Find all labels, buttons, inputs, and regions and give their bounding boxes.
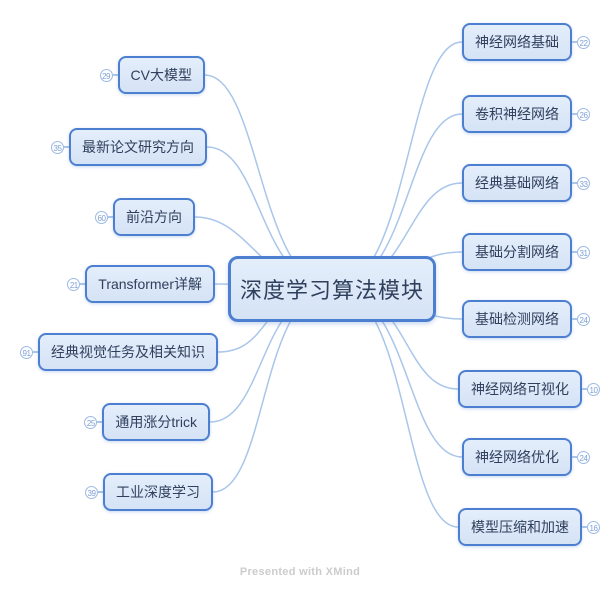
count-badge[interactable]: 21 bbox=[67, 277, 81, 291]
branch-topic: 29 CV大模型 bbox=[99, 56, 205, 94]
count-badge[interactable]: 25 bbox=[84, 415, 98, 429]
topic-node[interactable]: 最新论文研究方向 bbox=[69, 128, 207, 166]
badge-connector bbox=[572, 318, 577, 320]
badge-connector bbox=[582, 388, 587, 390]
topic-node[interactable]: 经典基础网络 bbox=[462, 164, 572, 202]
badge-connector bbox=[33, 351, 38, 353]
branch-topic: 25 通用涨分trick bbox=[84, 403, 210, 441]
count-badge[interactable]: 26 bbox=[577, 107, 590, 121]
badge-connector bbox=[108, 216, 113, 218]
branch-topic: 91 经典视觉任务及相关知识 bbox=[20, 333, 218, 371]
badge-connector bbox=[98, 491, 103, 493]
topic-node[interactable]: 卷积神经网络 bbox=[462, 95, 572, 133]
branch-topic: 35 最新论文研究方向 bbox=[51, 128, 207, 166]
topic-node[interactable]: 模型压缩和加速 bbox=[458, 508, 582, 546]
count-badge[interactable]: 29 bbox=[99, 68, 113, 82]
branch-topic: 21 Transformer详解 bbox=[67, 265, 215, 303]
topic-node[interactable]: CV大模型 bbox=[117, 56, 205, 94]
branch-topic: 60 前沿方向 bbox=[95, 198, 195, 236]
badge-connector bbox=[582, 526, 587, 528]
topic-node[interactable]: 基础分割网络 bbox=[462, 233, 572, 271]
count-badge[interactable]: 35 bbox=[51, 140, 64, 154]
branch-topic: 22 神经网络基础 bbox=[462, 23, 590, 61]
count-badge[interactable]: 33 bbox=[577, 176, 590, 190]
branch-topic: 31 基础分割网络 bbox=[462, 233, 590, 271]
branch-topic: 24 基础检测网络 bbox=[462, 300, 590, 338]
badge-connector bbox=[97, 421, 103, 423]
topic-node[interactable]: 通用涨分trick bbox=[102, 403, 210, 441]
badge-connector bbox=[64, 146, 69, 148]
topic-node[interactable]: 前沿方向 bbox=[113, 198, 195, 236]
topic-node[interactable]: 神经网络优化 bbox=[462, 438, 572, 476]
central-topic[interactable]: 深度学习算法模块 bbox=[228, 256, 436, 322]
topic-node[interactable]: 神经网络可视化 bbox=[458, 370, 582, 408]
count-badge[interactable]: 39 bbox=[85, 485, 98, 499]
branch-topic: 16 模型压缩和加速 bbox=[458, 508, 600, 546]
badge-connector bbox=[112, 74, 118, 76]
count-badge[interactable]: 22 bbox=[577, 35, 590, 49]
count-badge[interactable]: 10 bbox=[587, 382, 600, 396]
count-badge[interactable]: 16 bbox=[587, 520, 600, 534]
topic-node[interactable]: Transformer详解 bbox=[85, 265, 215, 303]
badge-connector bbox=[572, 113, 577, 115]
topic-node[interactable]: 经典视觉任务及相关知识 bbox=[38, 333, 218, 371]
topic-node[interactable]: 基础检测网络 bbox=[462, 300, 572, 338]
branch-topic: 10 神经网络可视化 bbox=[458, 370, 600, 408]
count-badge[interactable]: 60 bbox=[95, 210, 108, 224]
branch-topic: 24 神经网络优化 bbox=[462, 438, 590, 476]
badge-connector bbox=[572, 41, 577, 43]
branch-topic: 26 卷积神经网络 bbox=[462, 95, 590, 133]
badge-connector bbox=[572, 182, 577, 184]
count-badge[interactable]: 24 bbox=[577, 450, 590, 464]
count-badge[interactable]: 31 bbox=[577, 245, 590, 259]
badge-connector bbox=[572, 251, 577, 253]
badge-connector bbox=[80, 283, 86, 285]
count-badge[interactable]: 24 bbox=[577, 312, 590, 326]
xmind-watermark: Presented with XMind bbox=[239, 566, 361, 578]
branch-topic: 39 工业深度学习 bbox=[85, 473, 213, 511]
badge-connector bbox=[572, 456, 577, 458]
count-badge[interactable]: 91 bbox=[20, 345, 33, 359]
topic-node[interactable]: 神经网络基础 bbox=[462, 23, 572, 61]
topic-node[interactable]: 工业深度学习 bbox=[103, 473, 213, 511]
branch-topic: 33 经典基础网络 bbox=[462, 164, 590, 202]
